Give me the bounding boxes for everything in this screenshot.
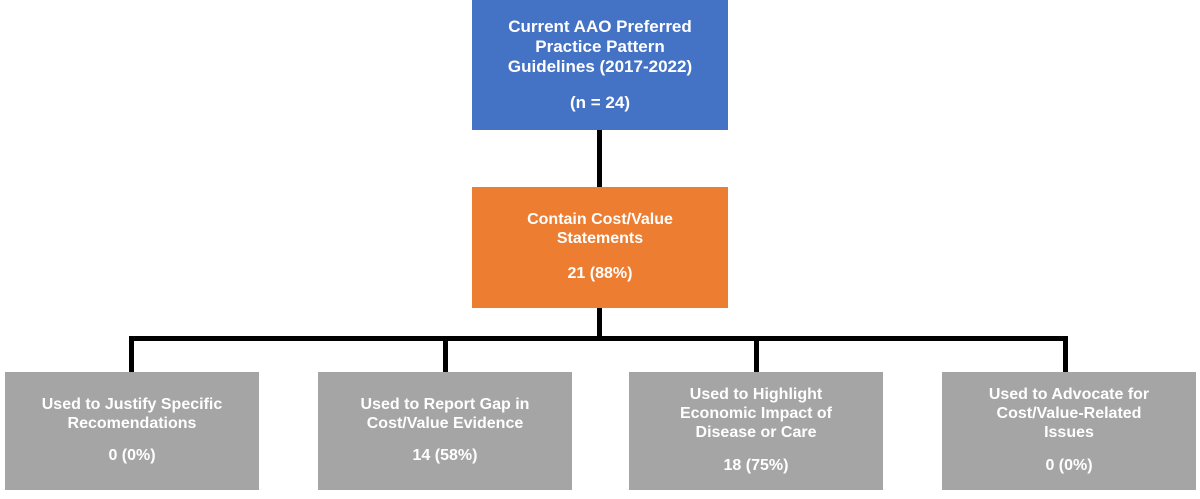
node-contain-title: Contain Cost/Value Statements xyxy=(527,211,673,248)
connector-drop-leaf-3 xyxy=(1063,336,1068,372)
node-contain-count: 21 (88%) xyxy=(567,264,633,282)
node-leaf-report-gap-in-cost-value-evidence: Used to Report Gap in Cost/Value Evidenc… xyxy=(318,372,572,490)
node-leaf-count: 14 (58%) xyxy=(412,447,478,465)
node-contain-cost-value-statements: Contain Cost/Value Statements 21 (88%) xyxy=(472,187,728,308)
node-leaf-title: Used to Advocate for Cost/Value-Related … xyxy=(988,386,1150,441)
node-root-guidelines: Current AAO Preferred Practice Pattern G… xyxy=(472,0,728,130)
connector-drop-leaf-0 xyxy=(129,336,134,372)
node-leaf-justify-specific-recommendations: Used to Justify Specific Recomendations … xyxy=(5,372,259,490)
connector-horizontal-bus xyxy=(129,336,1068,341)
node-root-title: Current AAO Preferred Practice Pattern G… xyxy=(507,16,693,76)
node-leaf-title: Used to Justify Specific Recomendations xyxy=(41,395,223,432)
connector-root-to-contain xyxy=(597,130,602,187)
node-leaf-title: Used to Report Gap in Cost/Value Evidenc… xyxy=(360,395,530,432)
node-root-count: (n = 24) xyxy=(570,93,630,113)
node-leaf-count: 0 (0%) xyxy=(108,447,156,465)
node-leaf-title: Used to Highlight Economic Impact of Dis… xyxy=(679,386,833,441)
node-leaf-count: 0 (0%) xyxy=(1045,456,1093,474)
node-leaf-count: 18 (75%) xyxy=(723,456,789,474)
node-leaf-advocate-for-cost-value-related-issues: Used to Advocate for Cost/Value-Related … xyxy=(942,372,1196,490)
connector-contain-to-bus xyxy=(597,308,602,341)
connector-drop-leaf-2 xyxy=(754,336,759,372)
connector-drop-leaf-1 xyxy=(443,336,448,372)
node-leaf-highlight-economic-impact: Used to Highlight Economic Impact of Dis… xyxy=(629,372,883,490)
